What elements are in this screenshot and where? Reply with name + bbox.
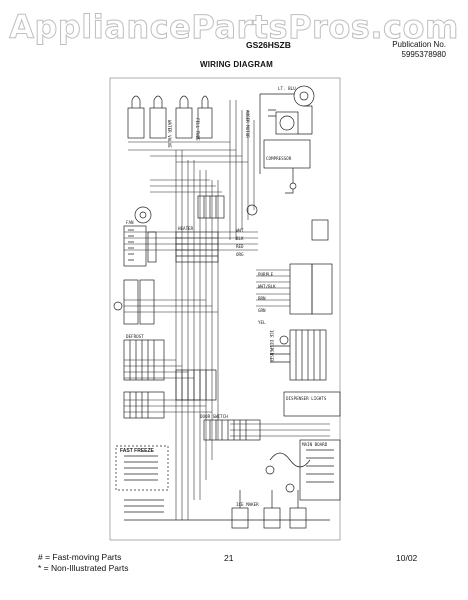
- label-grn: GRN: [258, 308, 266, 313]
- label-wht: WHT: [236, 228, 244, 233]
- publication-info: Publication No. 5995378980: [392, 40, 446, 60]
- watermark-logo: AppliancePartsPros.com: [9, 8, 459, 47]
- label-org: ORG: [236, 252, 244, 257]
- legend-fast-moving: # = Fast-moving Parts: [38, 552, 122, 562]
- label-purple: PURPLE: [258, 272, 274, 277]
- label-fan: FAN: [126, 220, 134, 225]
- label-lt-blu: LT. BLU: [278, 86, 296, 91]
- schematic-labels: FAST FREEZE COMPRESSOR LT. BLU PURPLE WH…: [120, 86, 328, 507]
- label-auger-motor: AUGER MOTOR: [245, 110, 250, 138]
- label-ice-maker: ICE MAKER: [236, 502, 259, 507]
- center-connectors: [175, 195, 261, 441]
- label-fast-freeze: FAST FREEZE: [120, 448, 155, 454]
- lower-region: [115, 439, 341, 529]
- page-number: 21: [224, 553, 234, 563]
- vertical-bus: [175, 100, 255, 520]
- label-door-switch: DOOR SWITCH: [200, 414, 228, 419]
- model-number: GS26HSZB: [246, 40, 291, 50]
- top-left-connectors: [127, 95, 213, 139]
- footer-legend: # = Fast-moving Parts * = Non-Illustrate…: [38, 552, 128, 574]
- label-compressor: COMPRESSOR: [266, 156, 292, 161]
- label-fill-tube: FILL TUBE: [195, 118, 200, 141]
- top-right-motor: [259, 85, 315, 194]
- schematic-frame: [109, 77, 341, 541]
- label-defrost: DEFROST: [126, 334, 144, 339]
- label-water-valve: WATER VALVE: [167, 120, 172, 148]
- label-main-board: MAIN BOARD: [302, 442, 328, 447]
- publication-label: Publication No.: [392, 40, 446, 49]
- left-components: [113, 206, 165, 419]
- label-yel: YEL: [258, 320, 266, 325]
- diagram-title: WIRING DIAGRAM: [200, 60, 274, 69]
- label-blk: BLK: [236, 236, 244, 241]
- label-red: RED: [236, 244, 244, 249]
- label-brn: BRN: [258, 296, 266, 301]
- right-board: [246, 204, 341, 417]
- label-heater: HEATER: [178, 226, 194, 231]
- publication-number: 5995378980: [401, 50, 447, 59]
- label-wht-blk: WHT/BLK: [258, 284, 276, 289]
- revision-date: 10/02: [396, 553, 418, 563]
- legend-non-illustrated: * = Non-Illustrated Parts: [38, 563, 129, 573]
- label-ice-dispenser: ICE DISPENSER: [269, 330, 274, 363]
- label-dispenser-lights: DISPENSER LIGHTS: [286, 396, 327, 401]
